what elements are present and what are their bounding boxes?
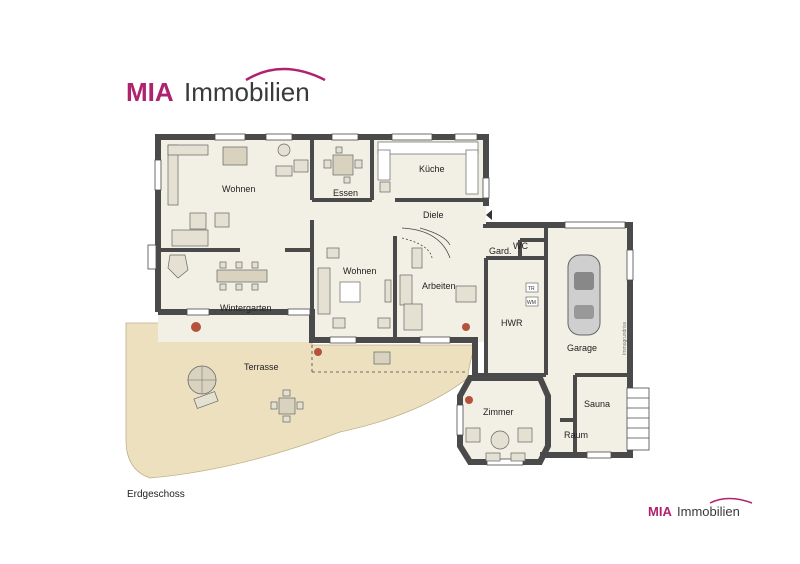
furniture-wintergarten xyxy=(167,254,268,291)
room-label-wc: WC xyxy=(513,241,528,251)
fixture-wm-label: WM xyxy=(527,300,536,306)
furniture-arbeiten xyxy=(399,247,477,331)
room-label-raum: Raum xyxy=(564,430,588,440)
room-label-diele: Diele xyxy=(423,210,444,220)
room-label-terrasse: Terrasse xyxy=(244,362,279,372)
room-label-arbeiten: Arbeiten xyxy=(422,281,456,291)
furniture-zimmer xyxy=(465,427,533,462)
brand-logo-top: MIA Immobilien xyxy=(126,67,326,107)
inner-walls xyxy=(158,137,630,455)
room-label-wohnen-1: Wohnen xyxy=(222,184,255,194)
room-label-kueche: Küche xyxy=(419,164,445,174)
floor-label: Erdgeschoss xyxy=(127,489,185,500)
watermark: Immogrundriss xyxy=(622,321,628,355)
fixture-tr-label: TR xyxy=(528,286,535,292)
logo-bold: MIA xyxy=(126,77,174,107)
umbrella-icon xyxy=(187,365,219,409)
room-label-garage: Garage xyxy=(567,343,597,353)
entrance-arrow-icon xyxy=(486,210,492,220)
windows xyxy=(147,133,634,466)
furniture-essen xyxy=(323,146,363,184)
logo-bottom-light: Immobilien xyxy=(677,504,740,519)
logo-arc-bottom xyxy=(709,497,753,504)
furniture-kueche xyxy=(377,141,479,195)
terrace-area xyxy=(125,322,476,479)
outdoor-stairs xyxy=(626,387,650,451)
logo-light: Immobilien xyxy=(184,77,310,107)
room-label-sauna: Sauna xyxy=(584,399,610,409)
room-label-wohnen-2: Wohnen xyxy=(343,266,376,276)
room-label-gard: Gard. xyxy=(489,246,512,256)
car-icon xyxy=(567,254,601,336)
plant-icons xyxy=(191,322,473,404)
furniture-wohnen-2 xyxy=(317,247,392,329)
logo-bottom-bold: MIA xyxy=(648,504,672,519)
logo-arc xyxy=(245,67,326,82)
terrace-table xyxy=(270,351,391,423)
room-label-hwr: HWR xyxy=(501,318,523,328)
house-floor xyxy=(158,137,630,462)
room-label-wintergarten: Wintergarten xyxy=(220,303,272,313)
fixture-wm: WM xyxy=(525,296,539,307)
room-label-zimmer: Zimmer xyxy=(483,407,514,417)
spiral-stair xyxy=(401,227,451,259)
brand-logo-bottom: MIA Immobilien xyxy=(648,497,753,519)
furniture-wohnen-1 xyxy=(167,143,309,247)
fixture-tr: TR xyxy=(525,282,539,293)
room-label-essen: Essen xyxy=(333,188,358,198)
